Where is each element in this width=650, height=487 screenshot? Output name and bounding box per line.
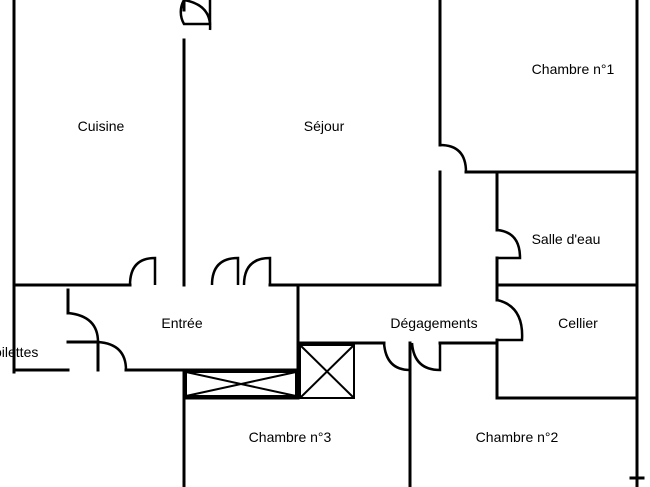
label-degagements: Dégagements <box>390 315 477 331</box>
label-chambre2: Chambre n°2 <box>476 429 559 445</box>
label-chambre1: Chambre n°1 <box>532 61 615 77</box>
label-cuisine: Cuisine <box>78 118 125 134</box>
label-toilettes: Toilettes <box>0 344 38 360</box>
doors <box>67 0 524 372</box>
label-sejour: Séjour <box>304 118 345 134</box>
walls <box>12 0 645 487</box>
room-labels: Cuisine Séjour Chambre n°1 Salle d'eau T… <box>0 61 615 445</box>
label-chambre3: Chambre n°3 <box>249 429 332 445</box>
label-salle-eau: Salle d'eau <box>532 231 601 247</box>
label-entree: Entrée <box>161 315 202 331</box>
label-cellier: Cellier <box>558 315 598 331</box>
closets <box>185 344 355 399</box>
